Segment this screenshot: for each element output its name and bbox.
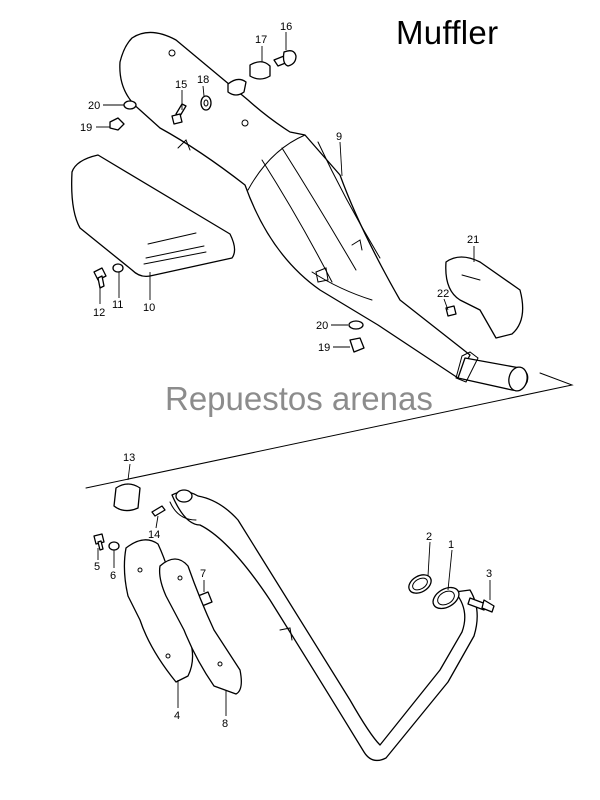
exhaust-pipe	[169, 489, 478, 762]
callout-10: 10	[143, 302, 155, 314]
bolt-15	[171, 103, 187, 125]
grommet-mount	[227, 78, 247, 96]
callout-2: 2	[426, 531, 432, 543]
callout-6: 6	[110, 570, 116, 582]
callout-12: 12	[93, 307, 105, 319]
washer-20-upper	[123, 100, 137, 110]
collar-17	[249, 61, 271, 80]
washer-11	[112, 263, 124, 273]
callout-22: 22	[437, 288, 449, 300]
callout-4: 4	[174, 710, 180, 722]
callout-19-middle: 19	[318, 342, 330, 354]
washer-20-middle	[348, 320, 364, 330]
callout-17: 17	[255, 34, 267, 46]
heat-shield-8	[158, 558, 242, 695]
bolt-12	[93, 267, 107, 289]
bolt-3	[467, 597, 495, 613]
callout-21: 21	[467, 234, 479, 246]
callout-9: 9	[336, 131, 342, 143]
bolt-5	[93, 533, 105, 551]
bolt-14	[151, 505, 166, 517]
washer-6	[108, 541, 120, 551]
bracket-21	[445, 256, 524, 339]
callout-13: 13	[123, 452, 135, 464]
muffler-body	[119, 31, 471, 379]
heat-shield-4	[123, 539, 194, 683]
callout-18: 18	[197, 74, 209, 86]
callout-8: 8	[222, 718, 228, 730]
separation-line	[85, 372, 574, 489]
flange-1	[432, 586, 460, 610]
muffler-outlet	[455, 351, 529, 392]
callout-19-upper: 19	[80, 122, 92, 134]
watermark-text: Repuestos arenas	[165, 380, 433, 417]
callout-20-upper: 20	[88, 100, 100, 112]
callout-7: 7	[200, 568, 206, 580]
callout-20-middle: 20	[316, 320, 328, 332]
callout-1: 1	[448, 539, 454, 551]
washer-18	[200, 95, 212, 111]
callout-11: 11	[112, 299, 123, 311]
heat-shield-upper	[71, 154, 236, 278]
callout-5: 5	[94, 561, 100, 573]
nut-19-middle	[349, 337, 365, 353]
bolt-16	[273, 50, 297, 67]
callout-14: 14	[148, 529, 160, 541]
gasket-2	[408, 574, 432, 594]
callout-3: 3	[486, 568, 492, 580]
bolt-22	[445, 305, 457, 317]
leader-lines	[96, 32, 491, 716]
callout-15: 15	[175, 79, 187, 91]
callout-16: 16	[280, 21, 292, 33]
nut-19-upper	[109, 117, 125, 131]
diagram-title: Muffler	[396, 14, 499, 51]
collar-13	[113, 483, 141, 512]
